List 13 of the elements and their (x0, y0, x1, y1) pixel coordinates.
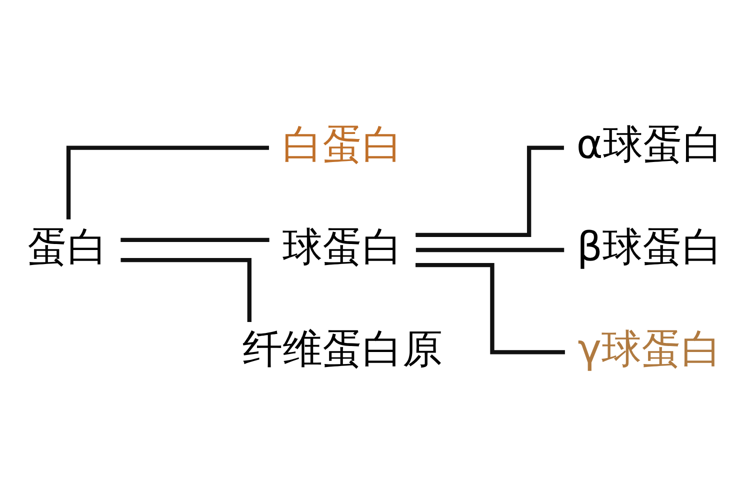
connector (120, 238, 270, 242)
node-text: 白蛋白 (282, 122, 402, 168)
node-text: β球蛋白 (576, 224, 722, 270)
connector (416, 146, 564, 238)
node-text: γ球蛋白 (578, 326, 722, 373)
connector (66, 146, 269, 220)
node-text: 球蛋白 (282, 224, 402, 270)
node-text: 纤维蛋白原 (242, 326, 442, 373)
connector (120, 258, 252, 322)
node-text: α球蛋白 (576, 122, 723, 168)
connector (416, 262, 565, 354)
connector (416, 248, 564, 252)
node-text: 蛋白 (28, 224, 108, 270)
